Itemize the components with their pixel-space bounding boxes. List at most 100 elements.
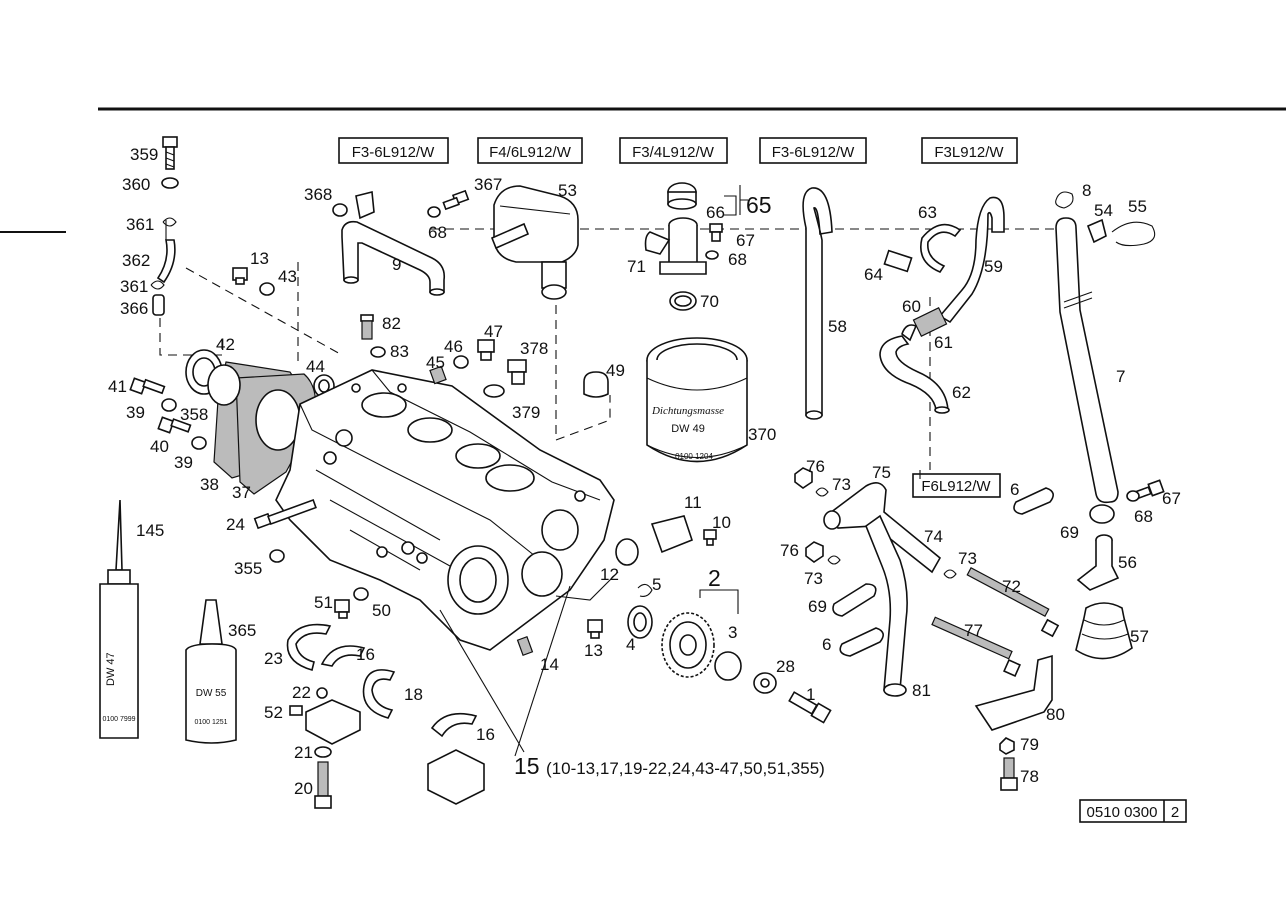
variant-label: F3-6L912/W <box>352 144 435 161</box>
washer-43 <box>259 282 275 296</box>
callout-8: 8 <box>1082 181 1091 200</box>
callout-6: 6 <box>822 635 831 654</box>
variant-label: F3L912/W <box>934 144 1004 161</box>
washer-39b <box>191 436 207 450</box>
variant-box-f4-6l912w: F4/6L912/W <box>477 137 583 164</box>
callout-11: 11 <box>684 493 702 512</box>
callout-9: 9 <box>392 255 401 274</box>
bottle-product-label: DW 55 <box>196 688 227 699</box>
callout-72: 72 <box>1002 577 1021 596</box>
callout-40: 40 <box>150 437 169 456</box>
callout-76: 76 <box>806 457 825 476</box>
callout-28: 28 <box>776 657 795 676</box>
washer-28-inner <box>760 678 770 688</box>
sealant-tube-145: DW 47 0100 7999 <box>99 499 139 739</box>
plug-10 <box>703 529 717 546</box>
callout-379: 379 <box>512 403 540 422</box>
callout-367: 367 <box>474 175 502 194</box>
washer-68b <box>705 250 719 260</box>
callout-15: 15 <box>514 753 540 779</box>
callout-61: 61 <box>934 333 953 352</box>
variant-box-f6l912w: F6L912/W <box>912 473 1001 498</box>
callout-13: 13 <box>250 249 269 268</box>
variant-box-f3-6l912w-left: F3-6L912/W <box>338 137 449 164</box>
hose-58 <box>802 187 833 416</box>
callout-81: 81 <box>912 681 931 700</box>
washer-355 <box>269 549 285 563</box>
clip-64 <box>883 249 913 273</box>
callout-12: 12 <box>600 565 619 584</box>
bolt-40 <box>157 416 192 434</box>
callout-76: 76 <box>780 541 799 560</box>
washer-68 <box>427 206 441 218</box>
callout-361: 361 <box>126 215 154 234</box>
plug-13-bottom <box>587 619 603 639</box>
pin-52 <box>289 705 303 716</box>
callout-83: 83 <box>390 342 409 361</box>
clip-361-bottom <box>150 280 165 290</box>
bolt-77 <box>931 616 1021 677</box>
callout-3: 3 <box>728 623 737 642</box>
callout-358: 358 <box>180 405 208 424</box>
callout-74: 74 <box>924 527 943 546</box>
housing-37-bore <box>255 389 301 451</box>
can-product-label: DW 49 <box>671 423 705 435</box>
callout-57: 57 <box>1130 627 1149 646</box>
callout-45: 45 <box>426 353 445 372</box>
callout-68: 68 <box>1134 507 1153 526</box>
bracket-65 <box>724 195 737 216</box>
clamp-63 <box>920 223 962 273</box>
callout-38: 38 <box>200 475 219 494</box>
callout-70: 70 <box>700 292 719 311</box>
variant-label: F3-6L912/W <box>772 144 855 161</box>
callout-355: 355 <box>234 559 262 578</box>
filler-neck-71 <box>644 217 707 275</box>
callout-23: 23 <box>264 649 283 668</box>
bottle-number-label: 0100 1251 <box>194 719 227 726</box>
callout-67: 67 <box>736 231 755 250</box>
hose-362 <box>156 239 176 284</box>
callout-22: 22 <box>292 683 311 702</box>
tube-product-label: DW 47 <box>105 652 117 686</box>
clip-73c <box>943 569 957 579</box>
gear-3 <box>661 612 715 678</box>
reference-box: 0510 0300 2 <box>1079 799 1187 823</box>
can-script-label: Dichtungsmasse <box>651 405 724 417</box>
plug-47 <box>477 339 495 361</box>
sealant-can-370: Dichtungsmasse DW 49 0100 1204 <box>646 337 748 463</box>
callout-73: 73 <box>958 549 977 568</box>
pipe-9 <box>341 190 446 296</box>
seal-358 <box>207 364 241 406</box>
nut-76b <box>805 541 824 563</box>
pipe-75-end <box>823 510 841 530</box>
boot-57 <box>1075 602 1133 660</box>
callout-365: 365 <box>228 621 256 640</box>
callout-18: 18 <box>404 685 423 704</box>
callout-55: 55 <box>1128 197 1147 216</box>
callout-62: 62 <box>952 383 971 402</box>
cap-49 <box>583 371 609 398</box>
variant-box-f3-6l912w-right: F3-6L912/W <box>759 137 867 164</box>
gasket-6a <box>1013 487 1054 515</box>
can-number-label: 0100 1204 <box>675 452 713 461</box>
pin-24 <box>253 499 317 530</box>
washer-368 <box>332 203 348 217</box>
callout-24: 24 <box>226 515 245 534</box>
nut-79 <box>999 737 1015 755</box>
callout-2: 2 <box>708 565 721 591</box>
plug-378 <box>507 359 527 385</box>
clip-54 <box>1086 218 1107 244</box>
callout-13: 13 <box>584 641 603 660</box>
callout-37: 37 <box>232 483 251 502</box>
bearing-shell-16a <box>320 645 366 667</box>
callout-82: 82 <box>382 314 401 333</box>
reference-code: 0510 0300 <box>1087 804 1158 821</box>
callout-66: 66 <box>706 203 725 222</box>
clip-73a <box>815 487 829 497</box>
callout-73: 73 <box>804 569 823 588</box>
plug-13-top <box>232 267 248 285</box>
bushing-3b <box>714 651 742 681</box>
pipe-7-break <box>1063 291 1093 309</box>
variant-label: F4/6L912/W <box>489 144 572 161</box>
